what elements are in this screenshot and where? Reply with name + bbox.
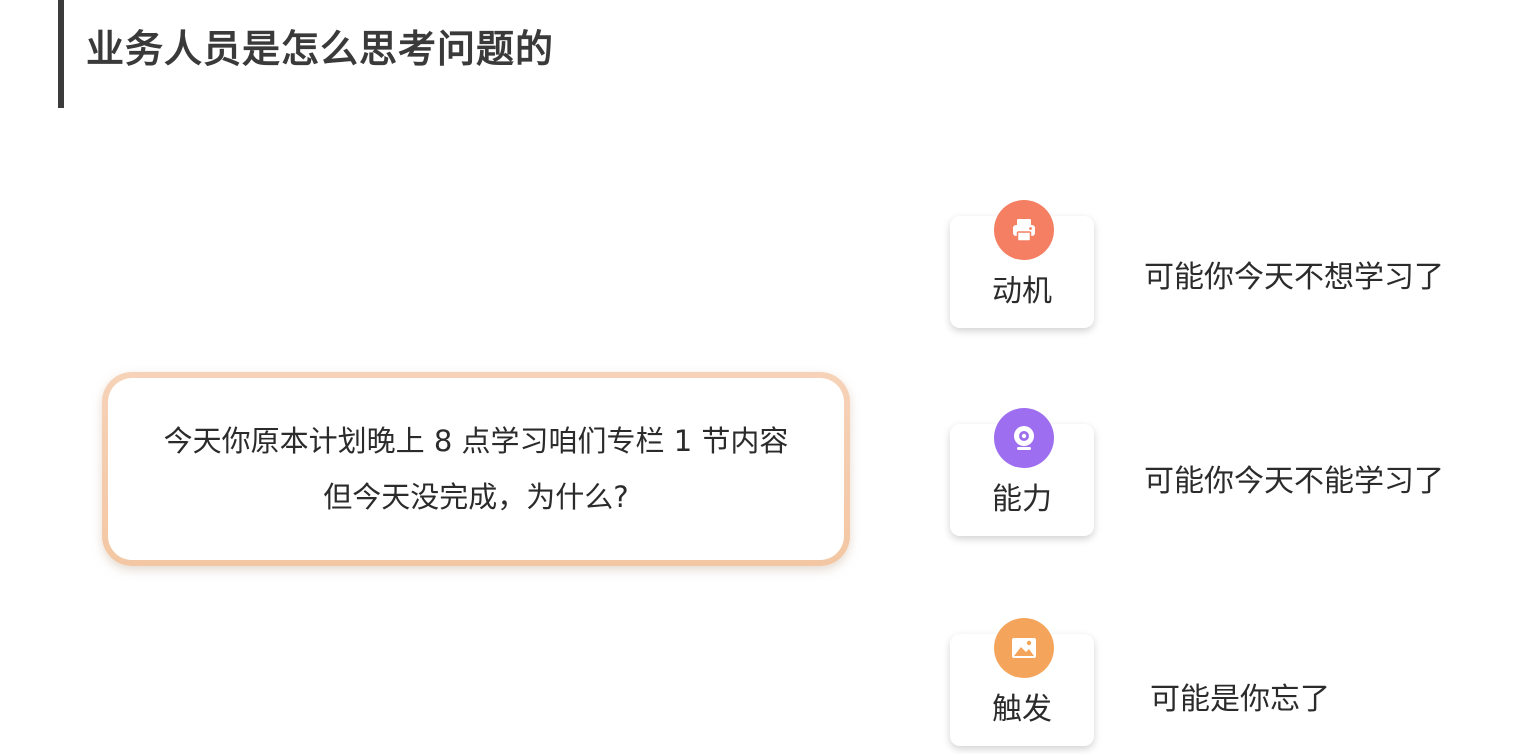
webcam-icon bbox=[994, 408, 1054, 468]
factor-card-motivation: 动机 bbox=[950, 200, 1094, 328]
question-line-2: 但今天没完成，为什么? bbox=[323, 480, 629, 514]
question-card-content: 今天你原本计划晚上 8 点学习咱们专栏 1 节内容 但今天没完成，为什么? bbox=[108, 378, 844, 560]
image-icon bbox=[994, 618, 1054, 678]
explanation-trigger: 可能是你忘了 bbox=[1150, 682, 1330, 717]
factor-card-ability: 能力 bbox=[950, 408, 1094, 536]
printer-icon bbox=[994, 200, 1054, 260]
factor-card-trigger: 触发 bbox=[950, 618, 1094, 746]
explanation-motivation: 可能你今天不想学习了 bbox=[1144, 260, 1444, 295]
explanation-ability: 可能你今天不能学习了 bbox=[1144, 464, 1444, 499]
question-card: 今天你原本计划晚上 8 点学习咱们专栏 1 节内容 但今天没完成，为什么? bbox=[102, 372, 850, 566]
factor-label-trigger: 触发 bbox=[992, 692, 1052, 727]
factor-label-ability: 能力 bbox=[992, 482, 1052, 517]
question-line-1: 今天你原本计划晚上 8 点学习咱们专栏 1 节内容 bbox=[163, 424, 789, 458]
page-title: 业务人员是怎么思考问题的 bbox=[86, 27, 555, 71]
title-accent-bar bbox=[58, 0, 64, 108]
factor-label-motivation: 动机 bbox=[992, 274, 1052, 309]
